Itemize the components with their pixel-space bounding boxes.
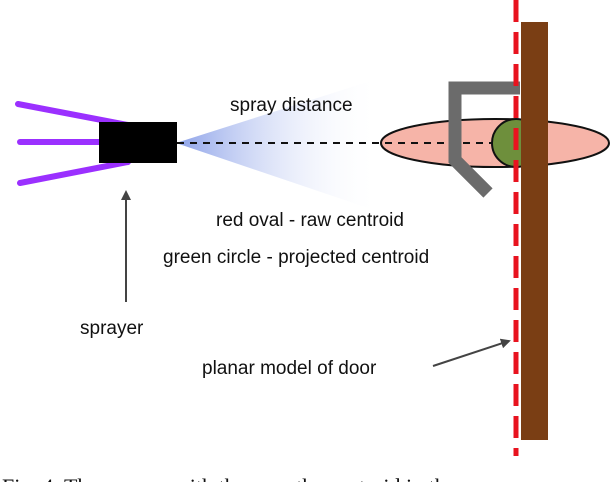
red-oval-label: red oval - raw centroid: [216, 210, 404, 231]
spray-distance-label: spray distance: [230, 95, 353, 116]
figure-caption: Fig. 4. The sprayer with the arm, the ce…: [2, 474, 456, 482]
door: [521, 22, 548, 440]
robot-arm: [448, 81, 520, 198]
sprayer-label: sprayer: [80, 318, 144, 339]
planar-model-label: planar model of door: [202, 358, 377, 379]
nozzle-bottom: [17, 159, 131, 186]
nozzle-top: [15, 101, 131, 128]
plane-arrow: [432, 338, 511, 367]
sprayer-body: [99, 122, 177, 163]
green-circle-label: green circle - projected centroid: [163, 247, 429, 268]
spray-cone: [176, 78, 380, 212]
